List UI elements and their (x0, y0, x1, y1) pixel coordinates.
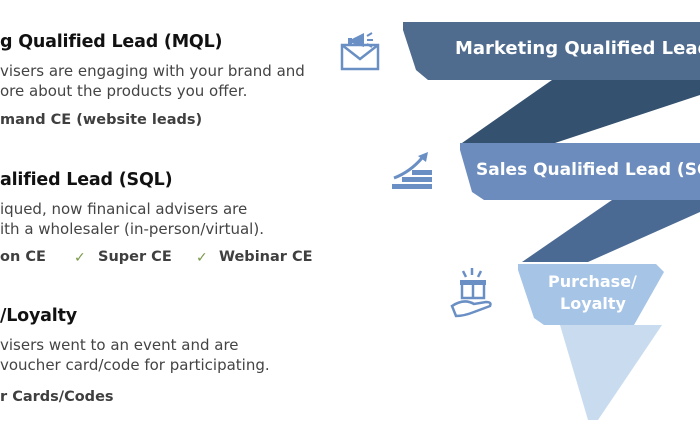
stage-sql-heading: alified Lead (SQL) (0, 170, 173, 190)
stage-purchase-description-line2: voucher card/code for participating. (0, 356, 270, 374)
stage-purchase-item: r Cards/Codes (0, 389, 114, 405)
funnel-tail (560, 325, 662, 420)
stage-purchase-description-line1: visers went to an event and are (0, 336, 239, 354)
band-mql-label: Marketing Qualified Lead (M (455, 38, 700, 59)
stage-sql-description-line1: iqued, now finanical advisers are (0, 200, 248, 218)
hand-gift-icon (450, 268, 492, 318)
band-sql-label: Sales Qualified Lead (SQL) (476, 160, 700, 180)
stage-sql-item-3: Webinar CE (219, 249, 313, 265)
rising-bar-chart-icon (392, 152, 432, 189)
band-purchase-label-line2: Loyalty (560, 294, 626, 313)
funnel-band-purchase (518, 264, 664, 325)
stage-sql-item-1: on CE (0, 249, 46, 265)
stage-mql-description-line1: visers are engaging with your brand and (0, 62, 305, 80)
envelope-megaphone-icon (340, 32, 380, 71)
stage-sql-item-2: Super CE (98, 249, 172, 265)
funnel-connector-upper (462, 80, 700, 143)
stage-purchase-heading: /Loyalty (0, 306, 77, 326)
funnel-band-sql (460, 143, 700, 200)
funnel-band-mql (403, 22, 700, 80)
stage-mql-description-line2: ore about the products you offer. (0, 82, 248, 100)
funnel-connector-lower (522, 200, 700, 262)
check-icon: ✓ (196, 250, 208, 266)
stage-sql-description-line2: ith a wholesaler (in-person/virtual). (0, 220, 264, 238)
stage-mql-heading: g Qualified Lead (MQL) (0, 32, 223, 52)
band-purchase-label-line1: Purchase/ (548, 272, 637, 291)
stage-mql-item: mand CE (website leads) (0, 112, 203, 128)
check-icon: ✓ (74, 250, 86, 266)
